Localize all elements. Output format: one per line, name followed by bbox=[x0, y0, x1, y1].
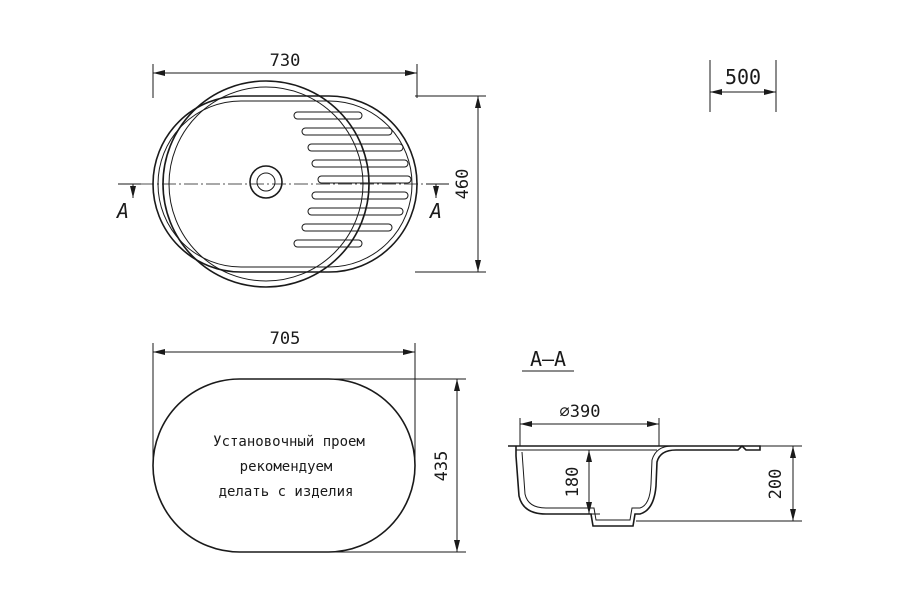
dimension-bowl-depth: 180 bbox=[563, 449, 600, 515]
groove bbox=[307, 207, 404, 216]
installation-note-line: Установочный проем bbox=[213, 434, 365, 450]
section-view: А–А ⌀390 180 200 bbox=[508, 347, 802, 527]
dimension-total-depth: 200 bbox=[636, 445, 802, 522]
dimension-bowl-diameter: ⌀390 bbox=[519, 402, 660, 446]
drain-outer bbox=[249, 165, 283, 199]
dimension-label: 200 bbox=[766, 469, 786, 500]
section-mark-label: A bbox=[428, 199, 442, 223]
sink-profile-outer bbox=[508, 444, 761, 527]
dimension-label: ⌀390 bbox=[560, 402, 601, 422]
drainboard-grooves bbox=[293, 111, 412, 248]
groove bbox=[293, 111, 363, 120]
groove bbox=[301, 127, 393, 136]
dimension-label: 460 bbox=[453, 169, 473, 200]
section-title: А–А bbox=[530, 347, 566, 371]
section-mark-right: A bbox=[426, 183, 449, 223]
dimension-label: 705 bbox=[270, 329, 301, 349]
cutout-view: Установочный проем рекомендуем делать с … bbox=[152, 329, 466, 553]
dimension-height-435: 435 bbox=[284, 378, 466, 553]
groove bbox=[301, 223, 393, 232]
section-mark-left: A bbox=[115, 183, 141, 223]
groove bbox=[311, 159, 409, 168]
dimension-width-730: 730 bbox=[152, 51, 418, 98]
installation-note-line: делать с изделия bbox=[219, 484, 354, 500]
groove bbox=[311, 191, 409, 200]
cabinet-size-indicator: 500 bbox=[709, 60, 777, 112]
groove bbox=[317, 175, 412, 184]
sink-profile-inner bbox=[521, 445, 673, 521]
dimension-width-705: 705 bbox=[152, 329, 416, 464]
dimension-label: 730 bbox=[270, 51, 301, 71]
groove bbox=[293, 239, 363, 248]
section-mark-label: A bbox=[115, 199, 129, 223]
installation-note-line: рекомендуем bbox=[240, 459, 333, 475]
cabinet-dimension-label: 500 bbox=[725, 65, 761, 89]
drain-inner bbox=[256, 172, 276, 192]
dimension-label: 435 bbox=[432, 451, 452, 482]
dimension-height-460: 460 bbox=[415, 95, 486, 273]
dimension-label: 180 bbox=[563, 467, 583, 498]
groove bbox=[307, 143, 404, 152]
top-view: A A 730 460 bbox=[115, 51, 486, 288]
